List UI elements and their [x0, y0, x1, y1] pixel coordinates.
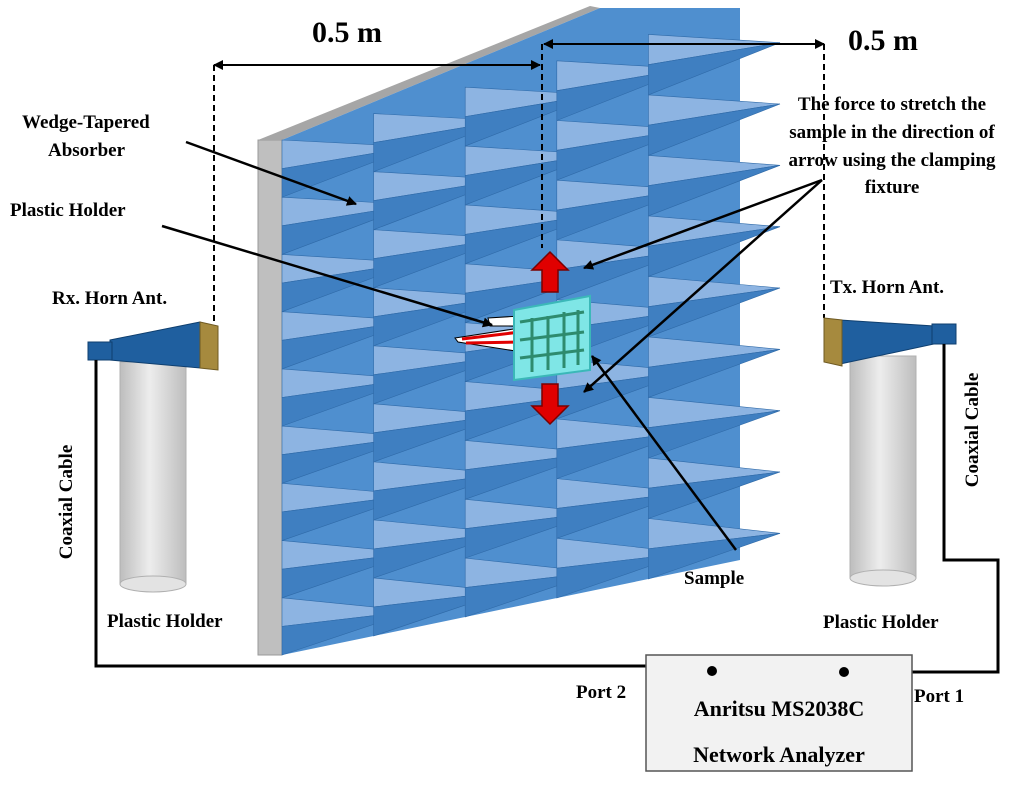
absorber-wedge-shadow — [464, 213, 597, 265]
absorber-wedge-shadow — [648, 410, 781, 459]
rx-horn-icon — [109, 321, 201, 369]
dim-left-label: 0.5 m — [312, 16, 382, 49]
absorber-wedge-shadow — [464, 571, 597, 618]
absorber-wedge-shadow — [648, 42, 781, 96]
absorber-wedge-shadow — [464, 452, 597, 500]
absorber-wedge-shadow — [373, 296, 506, 347]
absorber-wedge-shadow — [648, 471, 781, 519]
absorber-wedge-shadow — [281, 204, 414, 255]
port1-connector — [839, 667, 849, 677]
sample-fabric — [513, 294, 591, 382]
absorber-wedge-shadow — [648, 349, 781, 398]
absorber-wedge-shadow — [464, 273, 597, 324]
absorber-wedge-shadow — [281, 552, 414, 599]
absorber-wedge-shadow — [648, 533, 781, 580]
absorber-wedge-shadow — [281, 262, 414, 313]
absorber-wedge-shadow — [648, 103, 781, 156]
rx-antenna-assembly — [87, 321, 219, 593]
absorber-wedge-shadow — [373, 238, 506, 289]
absorber-wedge-shadow — [373, 414, 506, 463]
tx-horn-label: Tx. Horn Ant. — [830, 277, 944, 298]
rx-pillar — [119, 361, 187, 585]
network-analyzer — [645, 654, 913, 772]
wall-top-edge — [258, 6, 600, 140]
analyzer-label-line2: Network Analyzer — [693, 742, 865, 767]
absorber-wedge-shadow — [464, 154, 597, 206]
absorber-wedge-shadow — [648, 165, 781, 217]
absorber-wedge-shadow — [556, 552, 689, 599]
analyzer-label-line1: Anritsu MS2038C — [694, 696, 865, 721]
wall-side-edge — [257, 139, 283, 656]
coax-right-label: Coaxial Cable — [962, 373, 983, 488]
coax-left-label: Coaxial Cable — [56, 445, 77, 560]
port2-label: Port 2 — [576, 682, 626, 703]
absorber-wedge-shadow — [281, 436, 414, 484]
absorber-wedge-shadow — [648, 287, 781, 338]
force-arrow-up — [530, 250, 570, 293]
absorber-wedge-shadow — [373, 120, 506, 173]
plastic-holder-clamp — [454, 315, 523, 353]
pointer-arrows — [161, 140, 823, 551]
tx-antenna-assembly — [823, 317, 957, 587]
dimension-lines — [213, 39, 825, 322]
sample-label: Sample — [684, 568, 744, 589]
tx-pillar — [849, 355, 917, 579]
absorber-wedge-shadow — [648, 226, 781, 277]
plastic-holder-top-label: Plastic Holder — [10, 200, 126, 221]
absorber-label-line2: Absorber — [48, 140, 126, 161]
force-label-line4: fixture — [865, 177, 920, 198]
absorber-wedge-shadow — [464, 512, 597, 559]
force-label-line2: sample in the direction of — [789, 122, 995, 143]
absorber-wedge-shadow — [281, 610, 414, 656]
absorber-wedge-shadow — [464, 94, 597, 147]
rx-horn-label: Rx. Horn Ant. — [52, 288, 167, 309]
plastic-holder-right-label: Plastic Holder — [823, 612, 939, 633]
absorber-wedge-shadow — [281, 378, 414, 427]
absorber-wedge-shadow — [373, 179, 506, 231]
port1-label: Port 1 — [914, 686, 964, 707]
force-label-line3: arrow using the clamping — [788, 150, 996, 171]
port2-connector — [707, 666, 717, 676]
labels: 0.5 m 0.5 m Wedge-Tapered Absorber Plast… — [10, 16, 996, 767]
absorber-wedge-shadow — [373, 355, 506, 405]
absorber-wedge-shadow — [373, 532, 506, 579]
absorber-wedges — [281, 34, 781, 656]
analyzer-box — [645, 654, 913, 772]
plastic-holder-left-label: Plastic Holder — [107, 611, 223, 632]
absorber-wedge-shadow — [464, 392, 597, 441]
force-arrow-down — [530, 383, 570, 426]
absorber-label-line1: Wedge-Tapered — [22, 112, 150, 133]
force-label-line1: The force to stretch the — [798, 94, 986, 115]
dim-right-label: 0.5 m — [848, 24, 918, 57]
absorber-wedge-shadow — [373, 591, 506, 637]
absorber-wedge-shadow — [556, 431, 689, 480]
